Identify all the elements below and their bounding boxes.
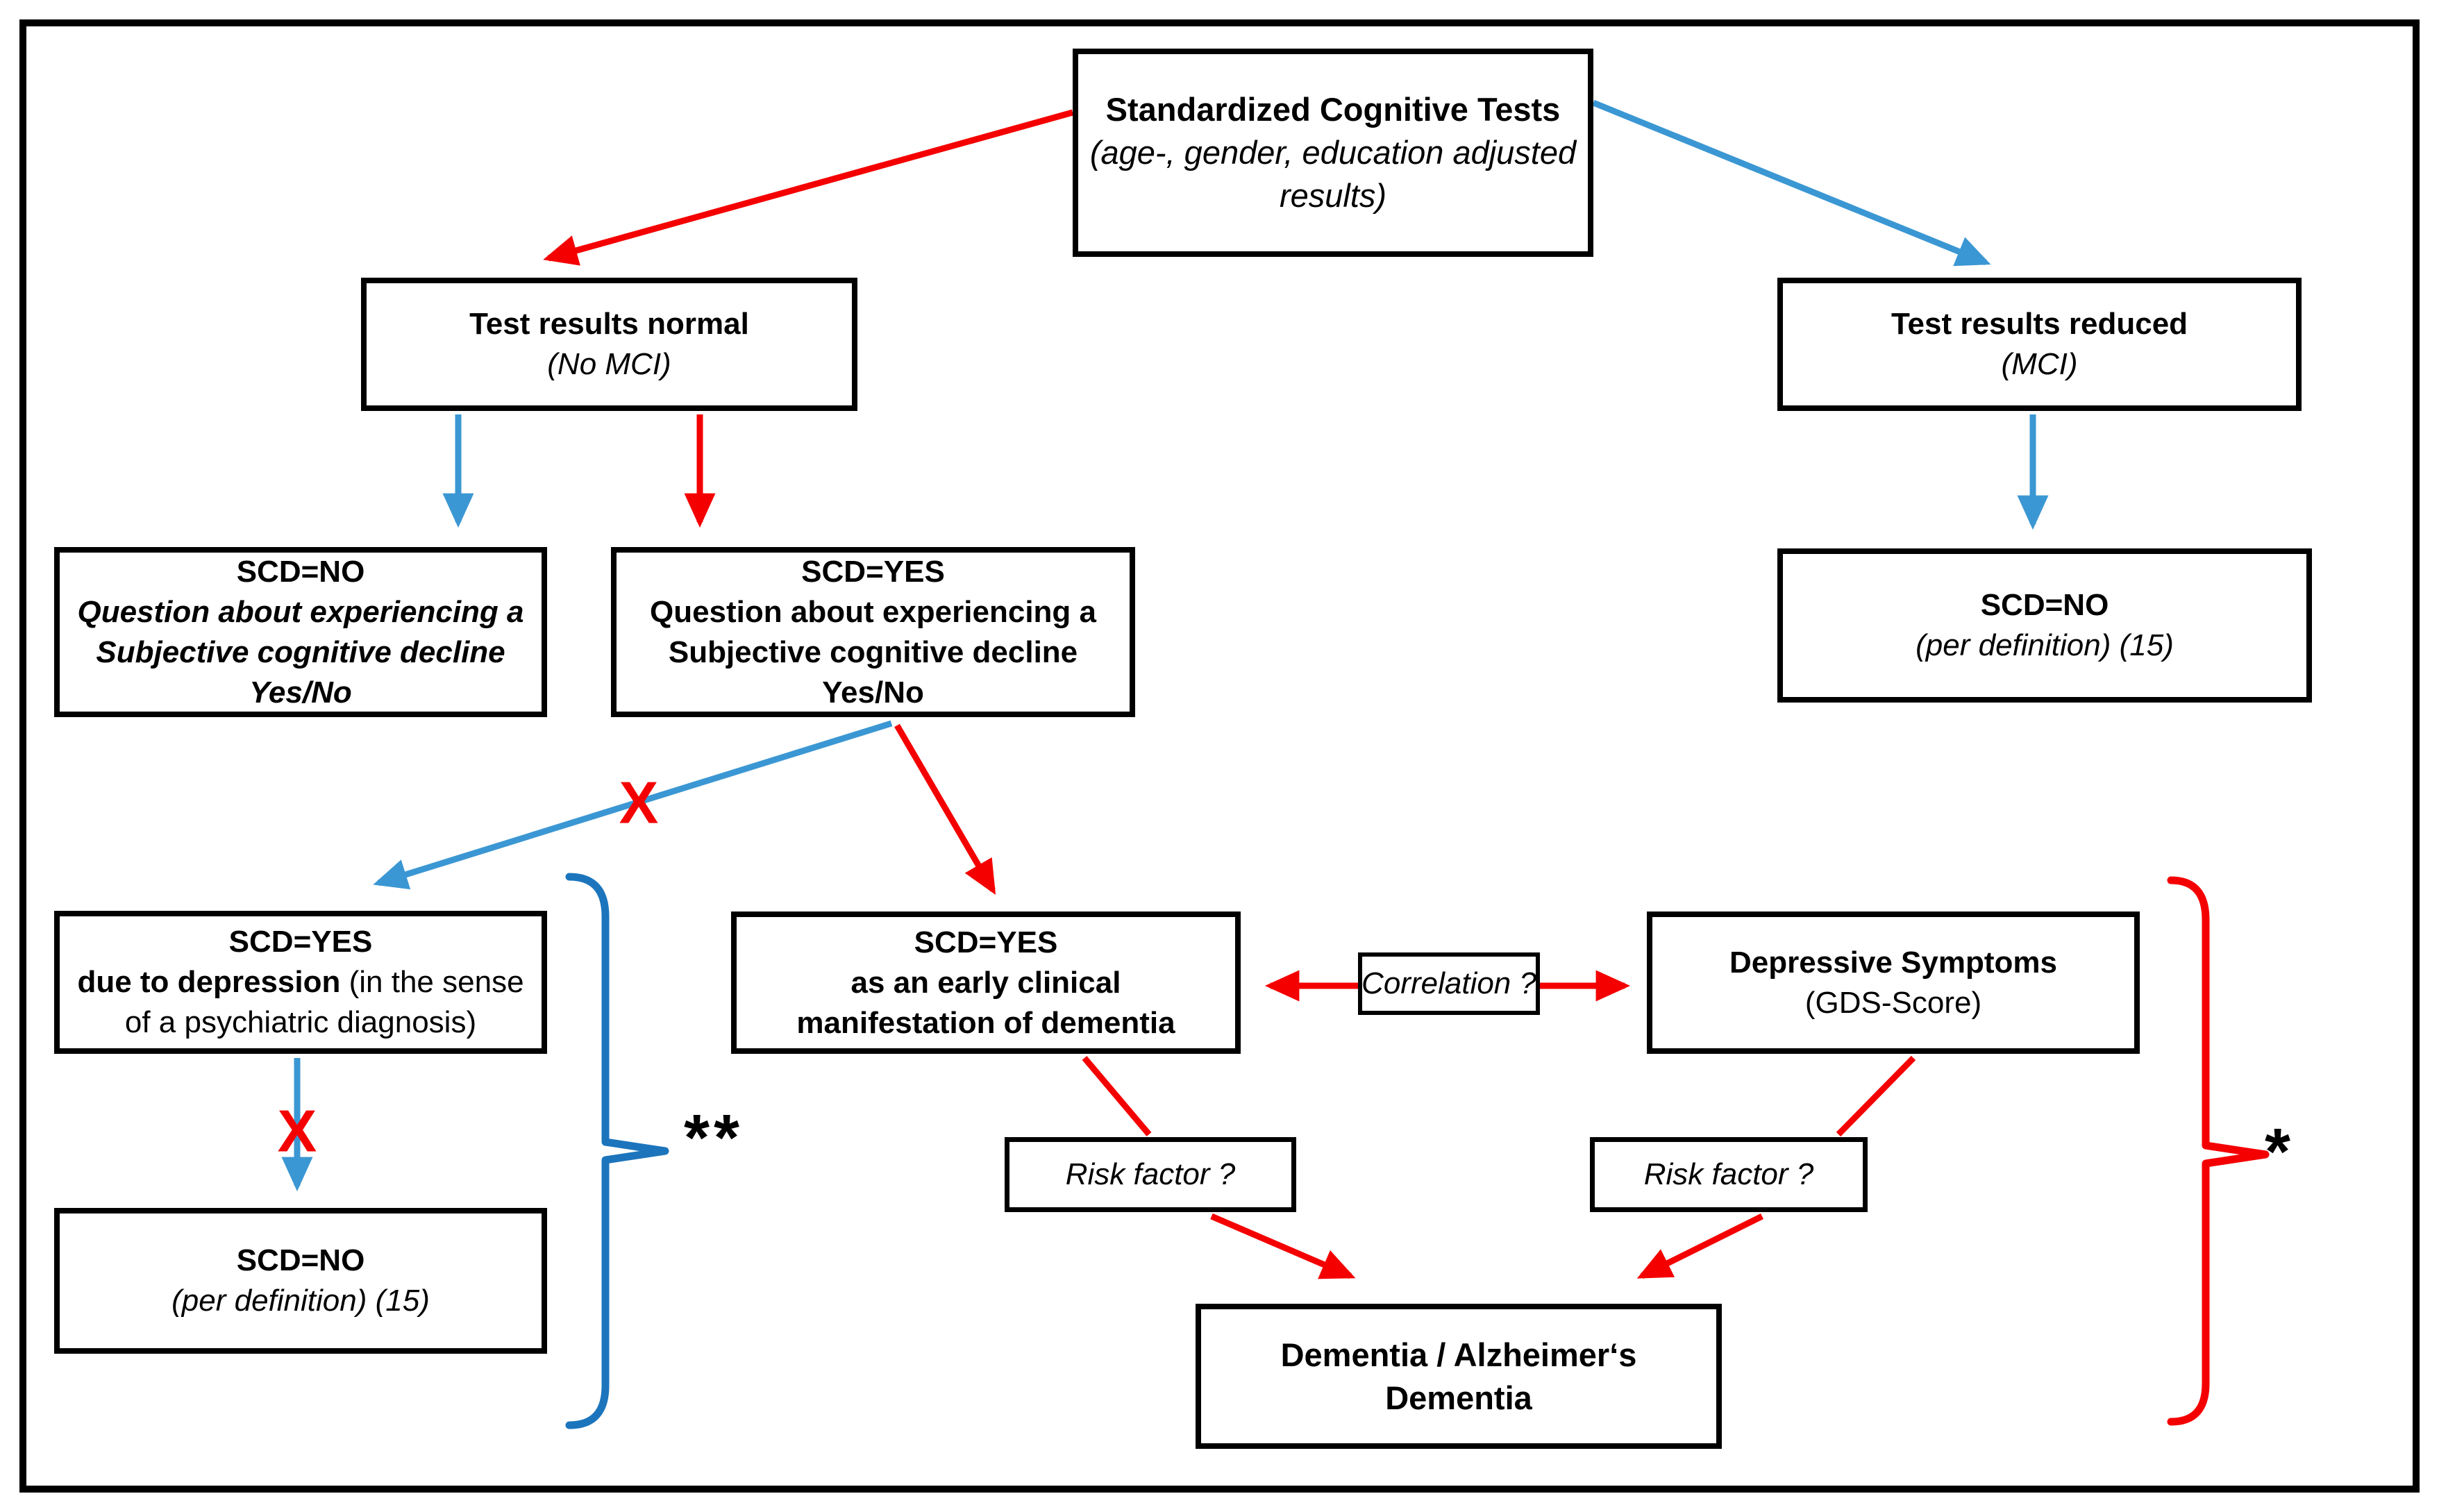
test-results-reduced-title: Test results reduced (1891, 307, 2188, 341)
correlation-box: Correlation ? (1358, 952, 1540, 1015)
depressive-symptoms-title: Depressive Symptoms (1729, 945, 2057, 980)
x-mark-on-blue-diagonal-arrow: X (619, 770, 659, 837)
scd-yes-question-line3: Subjective cognitive decline (668, 635, 1078, 669)
scd-no-per-definition-title: SCD=NO (236, 1243, 365, 1277)
scd-yes-depression-line2: due to depression (in the sense (77, 962, 523, 1002)
scd-yes-early-line3: manifestation of dementia (796, 1005, 1175, 1040)
standardized-tests-box: Standardized Cognitive Tests (age-, gend… (1073, 49, 1593, 257)
scd-no-reduced-subtitle: (per definition) (15) (1916, 628, 2174, 662)
scd-yes-early-title: SCD=YES (914, 925, 1058, 959)
scd-yes-question-line2: Question about experiencing a (649, 594, 1096, 629)
standardized-tests-subtitle-line2: results) (1279, 177, 1387, 214)
single-asterisk-label: * (2265, 1115, 2295, 1188)
x-mark-on-blue-vertical-arrow: X (277, 1098, 317, 1165)
scd-no-per-definition-subtitle: (per definition) (15) (171, 1284, 430, 1318)
risk-factor-right-box: Risk factor ? (1590, 1137, 1868, 1212)
standardized-tests-subtitle-line1: (age-, gender, education adjusted (1089, 134, 1577, 171)
double-asterisk-label: ** (684, 1101, 744, 1175)
figure-border-frame (19, 19, 2420, 1493)
scd-no-per-definition-box: SCD=NO (per definition) (15) (54, 1208, 547, 1354)
dementia-line2: Dementia (1385, 1379, 1532, 1416)
risk-factor-left-label: Risk factor ? (1065, 1157, 1236, 1191)
test-results-reduced-subtitle: (MCI) (2001, 347, 2078, 381)
dementia-line1: Dementia / Alzheimer‘s (1280, 1336, 1637, 1373)
scd-no-question-line2: Question about experiencing a (77, 594, 524, 629)
scd-yes-question-title: SCD=YES (801, 554, 945, 589)
risk-factor-left-box: Risk factor ? (1005, 1137, 1296, 1212)
test-results-reduced-box: Test results reduced (MCI) (1777, 278, 2302, 411)
scd-no-question-box: SCD=NO Question about experiencing a Sub… (54, 547, 547, 717)
scd-yes-depression-title: SCD=YES (228, 925, 373, 959)
scd-yes-depression-box: SCD=YES due to depression (in the sense … (54, 911, 547, 1054)
scd-yes-question-box: SCD=YES Question about experiencing a Su… (611, 547, 1135, 717)
scd-no-reduced-title: SCD=NO (1980, 588, 2109, 622)
scd-yes-depression-line3: of a psychiatric diagnosis) (124, 1005, 477, 1039)
risk-factor-right-label: Risk factor ? (1643, 1157, 1814, 1191)
depressive-symptoms-box: Depressive Symptoms (GDS-Score) (1647, 912, 2140, 1054)
scd-no-question-line4: Yes/No (249, 675, 352, 709)
depressive-symptoms-subtitle: (GDS-Score) (1804, 985, 1982, 1020)
scd-yes-early-dementia-box: SCD=YES as an early clinical manifestati… (731, 912, 1241, 1054)
scd-yes-question-line4: Yes/No (822, 675, 924, 709)
test-results-normal-subtitle: (No MCI) (547, 347, 671, 381)
scd-no-question-line3: Subjective cognitive decline (96, 635, 505, 669)
scd-yes-depression-line2-bold: due to depression (77, 965, 341, 999)
test-results-normal-title: Test results normal (469, 307, 749, 341)
scd-yes-depression-line2-rest: (in the sense (340, 965, 524, 999)
correlation-label: Correlation ? (1361, 966, 1536, 1000)
scd-no-question-title: SCD=NO (236, 554, 365, 589)
scd-no-reduced-box: SCD=NO (per definition) (15) (1777, 548, 2312, 703)
dementia-box: Dementia / Alzheimer‘s Dementia (1196, 1304, 1722, 1449)
standardized-tests-title: Standardized Cognitive Tests (1105, 91, 1561, 128)
test-results-normal-box: Test results normal (No MCI) (361, 278, 857, 411)
scd-yes-early-line2: as an early clinical (850, 965, 1121, 1000)
